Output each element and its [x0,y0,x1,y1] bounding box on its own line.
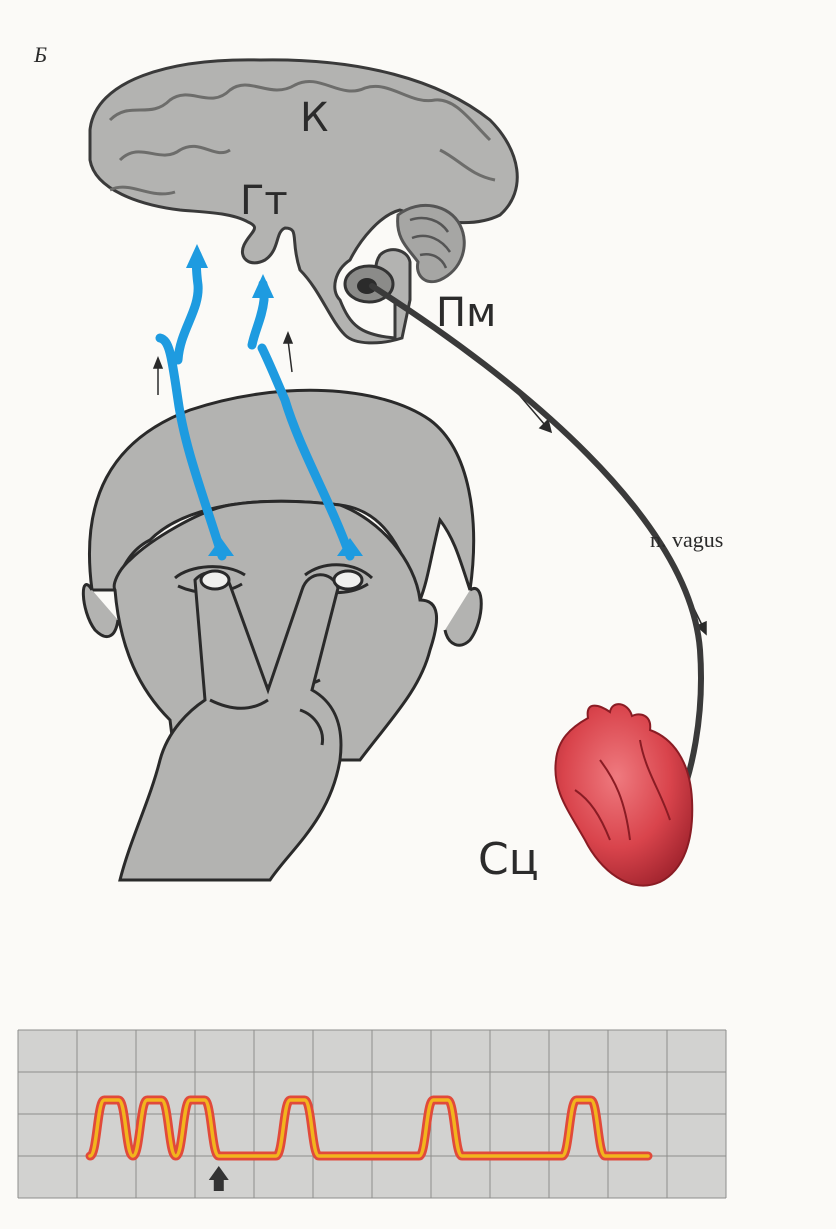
label-heart: Сц [478,834,539,885]
label-cortex: К [300,95,328,141]
left-fingertip [201,571,229,589]
trace-panel [18,1030,726,1198]
heart-body [555,704,692,885]
heart [555,704,692,885]
left-ear [83,585,118,637]
label-medulla: Пм [436,290,496,336]
label-vagus: n. vagus [650,527,723,553]
afferent-right-head [252,274,274,298]
label-hypothalamus: Гт [240,178,288,224]
right-ear [445,588,481,645]
afferent-left-head [186,244,208,268]
right-fingertip [334,571,362,589]
figure-letter: Б [34,42,47,68]
